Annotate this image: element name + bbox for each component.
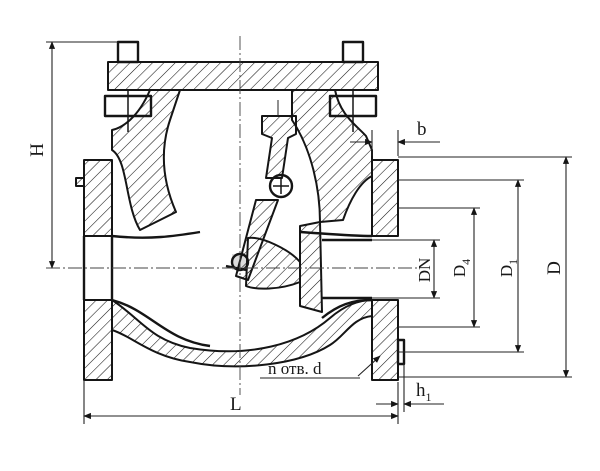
dimension-d: D xyxy=(398,156,572,378)
label-d: D xyxy=(544,261,565,275)
center-lines xyxy=(46,36,420,395)
label-h1: h xyxy=(416,380,426,401)
valve-body xyxy=(75,40,406,381)
dimension-b: b xyxy=(350,119,440,156)
dimension-d1: D1 xyxy=(398,179,524,353)
label-dn: DN xyxy=(415,258,434,283)
label-b: b xyxy=(417,119,427,140)
dimension-h1: h1 xyxy=(376,364,444,412)
label-d4-sub: 4 xyxy=(459,259,473,265)
label-h: H xyxy=(27,143,48,157)
dimension-d4: D4 xyxy=(398,207,480,328)
label-d4: D xyxy=(450,265,469,277)
label-h1-sub: 1 xyxy=(426,390,432,404)
holes-note: n отв. d xyxy=(260,355,381,379)
dimension-dn: DN xyxy=(372,239,440,299)
dimension-l: L xyxy=(83,380,399,424)
label-holes: n отв. d xyxy=(268,359,322,378)
label-d1-sub: 1 xyxy=(506,259,520,265)
svg-text:D4: D4 xyxy=(450,259,473,277)
svg-text:h1: h1 xyxy=(416,380,432,404)
label-d1: D xyxy=(497,265,516,277)
dimension-h: H xyxy=(27,41,118,269)
label-l: L xyxy=(230,394,242,415)
svg-text:D1: D1 xyxy=(497,259,520,277)
